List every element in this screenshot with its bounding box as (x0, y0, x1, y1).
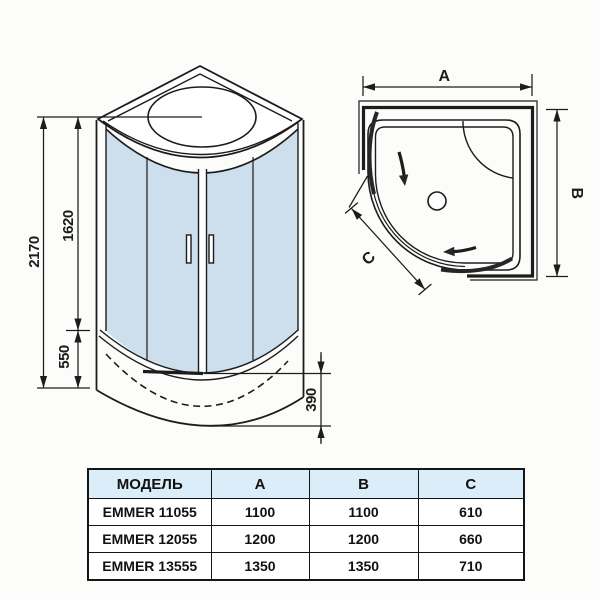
table-row: EMMER 11055 1100 1100 610 (87, 498, 525, 526)
sliding-doors (367, 111, 514, 274)
tray-hidden-edge (105, 353, 289, 408)
model-name: EMMER 11055 (87, 498, 212, 526)
shower-tray (96, 329, 304, 427)
glass-panels (105, 128, 299, 374)
drawing-svg: 2170 1620 550 390 (26, 64, 585, 444)
front-dimensions: 2170 1620 550 390 (26, 116, 331, 444)
value-a: 1350 (210, 552, 310, 581)
dim-label-tray-depth: 390 (303, 388, 320, 412)
door-direction-arrow-icon (443, 245, 477, 257)
model-name: EMMER 12055 (87, 525, 212, 553)
col-header-c: C (417, 468, 525, 499)
value-a: 1100 (210, 498, 310, 526)
dim-label-depth-b: B (568, 187, 585, 198)
model-name: EMMER 13555 (87, 552, 212, 581)
dim-label-door-height: 1620 (60, 210, 77, 242)
value-c: 710 (417, 552, 525, 581)
col-header-model: МОДЕЛЬ (87, 468, 212, 499)
top-view: A B C (344, 68, 585, 296)
frame-columns (95, 120, 305, 397)
value-b: 1100 (308, 498, 419, 526)
model-spec-table: МОДЕЛЬ A B C EMMER 11055 1100 1100 610 E… (87, 468, 525, 581)
table-row: EMMER 13555 1350 1350 710 (87, 552, 525, 581)
table-row: EMMER 12055 1200 1200 660 (87, 525, 525, 553)
value-b: 1350 (308, 552, 419, 581)
door-handle-left (185, 234, 192, 264)
value-a: 1200 (210, 525, 310, 553)
dim-label-front-c: C (359, 248, 380, 269)
dim-label-total-height: 2170 (26, 236, 43, 268)
roof (96, 64, 304, 159)
corner-seat (462, 120, 514, 179)
table-header-row: МОДЕЛЬ A B C (87, 468, 525, 499)
top-dimensions: A B C (344, 68, 585, 296)
col-header-b: B (308, 468, 419, 499)
drain-icon (427, 191, 447, 211)
value-c: 610 (417, 498, 525, 526)
tray-plan (367, 119, 521, 271)
col-header-a: A (210, 468, 310, 499)
door-direction-arrow-icon (397, 151, 409, 186)
door-handle-right (208, 234, 215, 264)
value-b: 1200 (308, 525, 419, 553)
dim-label-base-height: 550 (56, 345, 73, 369)
front-view: 2170 1620 550 390 (26, 64, 331, 444)
walls (358, 100, 538, 281)
dim-label-width-a: A (438, 68, 450, 85)
value-c: 660 (417, 525, 525, 553)
